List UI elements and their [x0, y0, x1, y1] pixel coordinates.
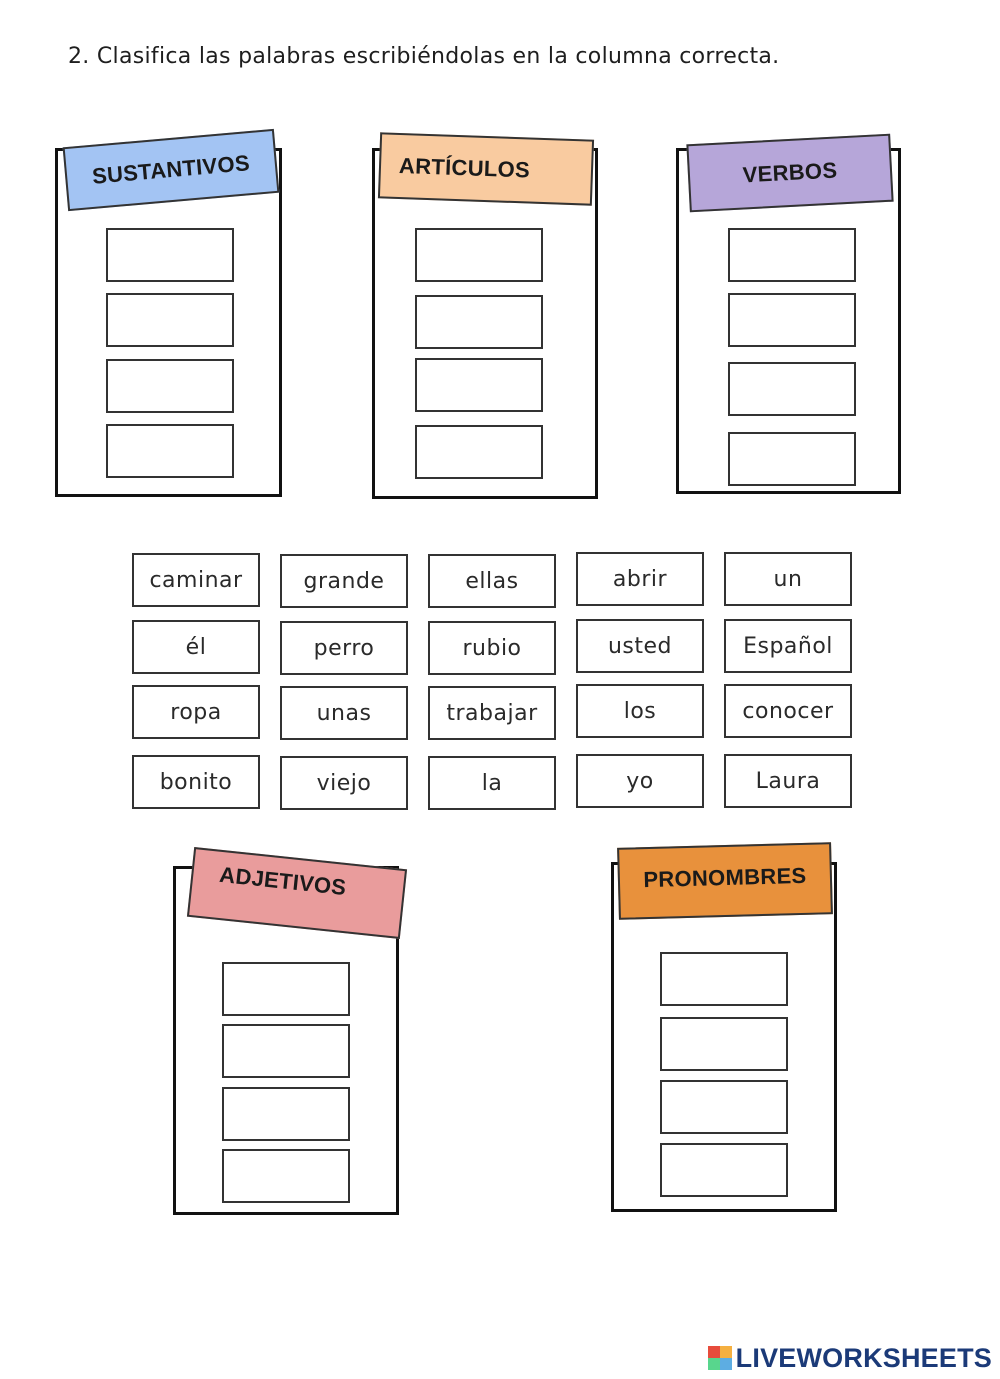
answer-slot[interactable]: [660, 1017, 788, 1071]
brand-logo[interactable]: LIVEWORKSHEETS: [707, 1342, 992, 1374]
word-tile[interactable]: caminar: [132, 553, 260, 607]
word-tile[interactable]: él: [132, 620, 260, 674]
word-tile[interactable]: un: [724, 552, 852, 606]
word-tile[interactable]: abrir: [576, 552, 704, 606]
category-label-pronombres: PRONOMBRES: [617, 842, 833, 920]
liveworksheets-logo-icon: [707, 1346, 732, 1370]
answer-slot[interactable]: [728, 362, 856, 416]
word-tile[interactable]: perro: [280, 621, 408, 675]
answer-slot[interactable]: [106, 293, 234, 347]
answer-slot[interactable]: [106, 359, 234, 413]
word-tile[interactable]: la: [428, 756, 556, 810]
word-tile[interactable]: usted: [576, 619, 704, 673]
instruction-text: 2. Clasifica las palabras escribiéndolas…: [68, 44, 780, 69]
brand-text: LIVEWORKSHEETS: [735, 1342, 992, 1373]
word-tile[interactable]: unas: [280, 686, 408, 740]
answer-slot[interactable]: [728, 228, 856, 282]
answer-slot[interactable]: [415, 358, 543, 412]
category-articulos: [372, 148, 598, 499]
answer-slot[interactable]: [415, 425, 543, 479]
category-label-verbos: VERBOS: [686, 133, 894, 213]
word-tile[interactable]: trabajar: [428, 686, 556, 740]
word-tile[interactable]: ellas: [428, 554, 556, 608]
word-tile[interactable]: rubio: [428, 621, 556, 675]
category-label-articulos: ARTÍCULOS: [377, 132, 595, 206]
word-tile[interactable]: los: [576, 684, 704, 738]
answer-slot[interactable]: [660, 952, 788, 1006]
word-tile[interactable]: viejo: [280, 756, 408, 810]
answer-slot[interactable]: [222, 962, 350, 1016]
answer-slot[interactable]: [222, 1087, 350, 1141]
answer-slot[interactable]: [222, 1024, 350, 1078]
answer-slot[interactable]: [415, 295, 543, 349]
word-tile[interactable]: conocer: [724, 684, 852, 738]
answer-slot[interactable]: [106, 424, 234, 478]
category-pronombres: [611, 862, 837, 1212]
word-tile[interactable]: ropa: [132, 685, 260, 739]
answer-slot[interactable]: [660, 1080, 788, 1134]
word-tile[interactable]: yo: [576, 754, 704, 808]
answer-slot[interactable]: [728, 293, 856, 347]
word-tile[interactable]: Español: [724, 619, 852, 673]
word-tile[interactable]: Laura: [724, 754, 852, 808]
answer-slot[interactable]: [728, 432, 856, 486]
answer-slot[interactable]: [106, 228, 234, 282]
category-sustantivos: [55, 148, 282, 497]
answer-slot[interactable]: [222, 1149, 350, 1203]
word-tile[interactable]: bonito: [132, 755, 260, 809]
answer-slot[interactable]: [660, 1143, 788, 1197]
word-tile[interactable]: grande: [280, 554, 408, 608]
answer-slot[interactable]: [415, 228, 543, 282]
